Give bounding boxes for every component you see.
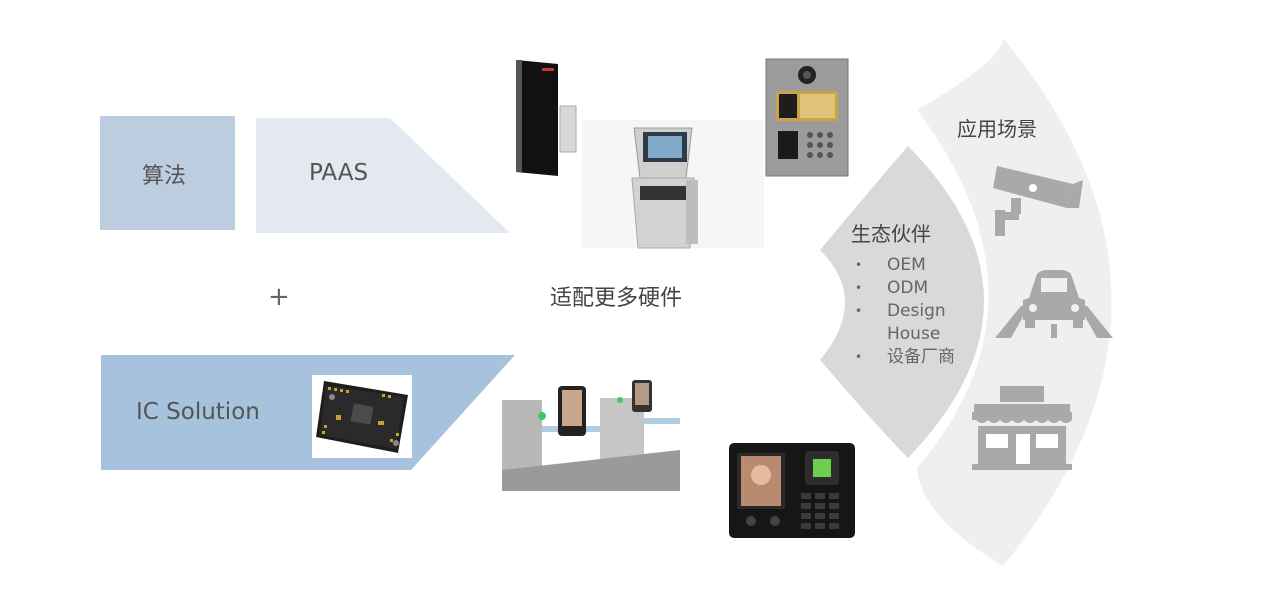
algorithm-box	[100, 116, 235, 230]
ic-board-image	[312, 375, 412, 458]
paas-label: PAAS	[309, 160, 369, 186]
plus-sign: +	[268, 282, 290, 312]
scenes-title: 应用场景	[957, 117, 1037, 141]
algorithm-label: 算法	[142, 164, 187, 189]
car-road-icon	[995, 270, 1113, 338]
store-icon	[972, 386, 1072, 470]
turnstile-image	[502, 378, 680, 491]
wall-terminal-image	[516, 60, 577, 176]
attendance-device-image	[729, 443, 855, 538]
cctv-camera-icon	[993, 166, 1083, 236]
door-intercom-image	[765, 58, 849, 177]
partners-title: 生态伙伴	[851, 222, 931, 246]
hardware-label: 适配更多硬件	[550, 286, 683, 311]
kiosk-image	[582, 120, 764, 249]
ic-solution-label: IC Solution	[136, 399, 260, 425]
